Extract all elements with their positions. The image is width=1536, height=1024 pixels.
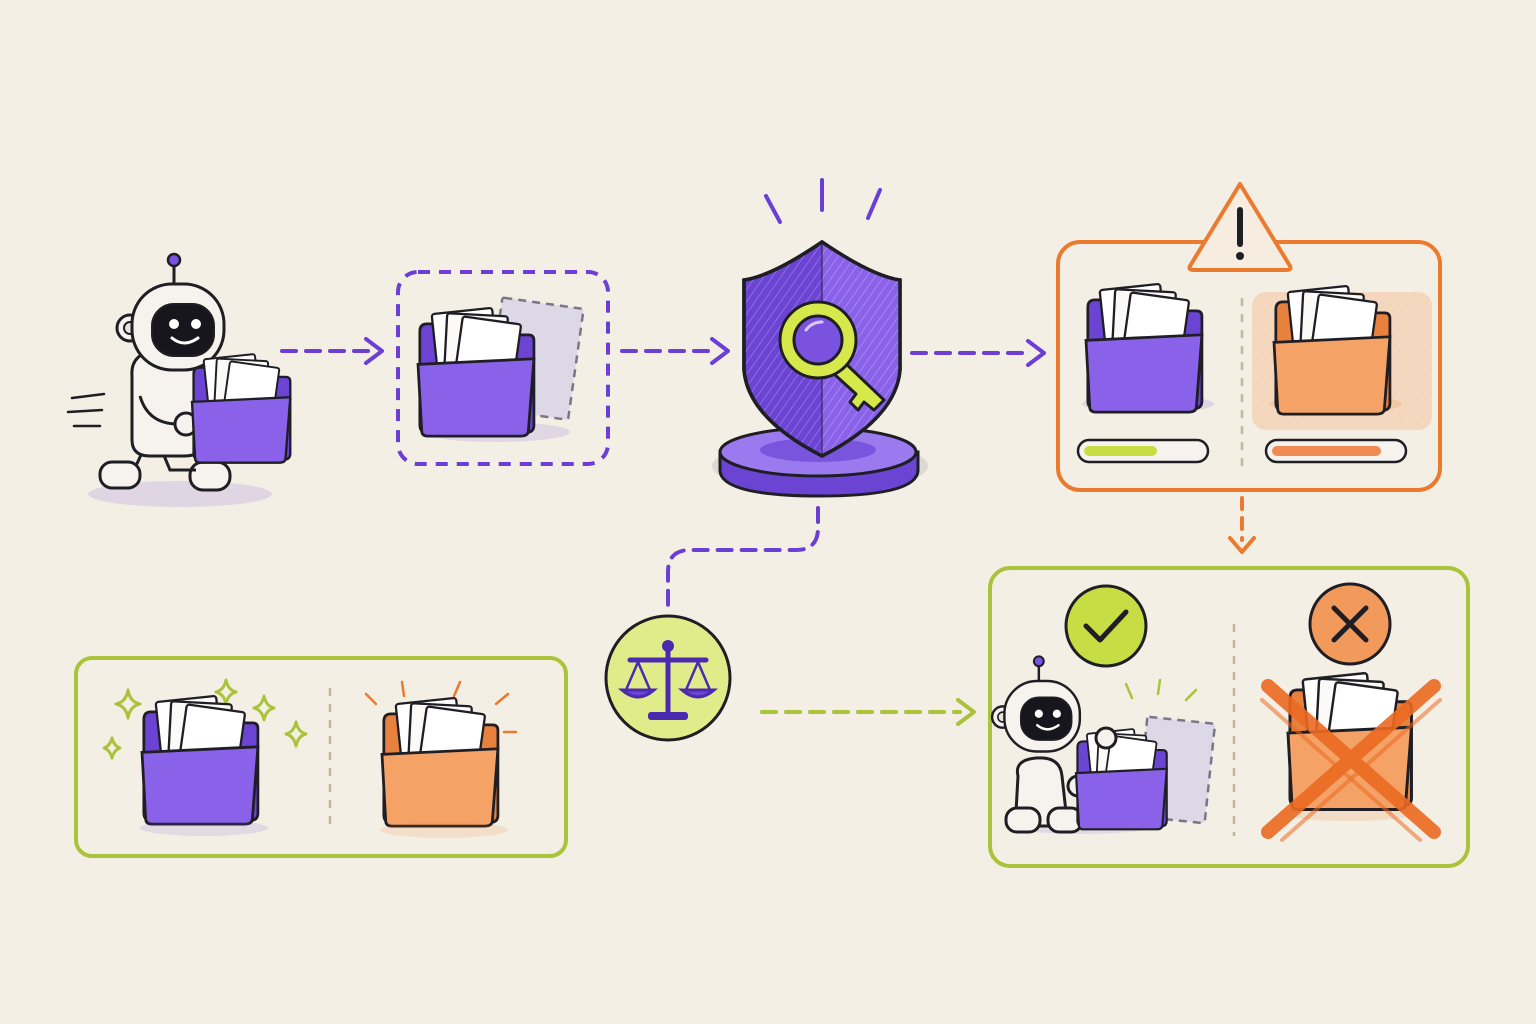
connector-dropzone-to-shield: [620, 337, 730, 365]
progress-bar-flagged: [1264, 438, 1408, 464]
folder-icon: .fback{fill:#6b44d4;stroke:#1e1e24;strok…: [190, 352, 292, 464]
shine-rays: [764, 178, 882, 224]
checkmark-icon: [1064, 584, 1148, 668]
security-shield-inspector: [712, 178, 928, 498]
pedestal: [712, 426, 928, 498]
review-item-safe: [1076, 282, 1214, 464]
folder-icon: [1084, 282, 1204, 414]
approved-files-panel: [74, 656, 568, 858]
robot-icon: [990, 655, 1090, 834]
rejection-cross-mark: [1260, 679, 1442, 842]
connector-robot-to-dropzone: [280, 337, 384, 365]
cross-icon: [1308, 582, 1392, 666]
folder-icon: [140, 694, 260, 826]
rejected-folder: [1260, 671, 1442, 842]
shine-rays: [1124, 678, 1198, 702]
folder-icon: [380, 696, 500, 828]
upload-dropzone: [396, 270, 610, 466]
review-item-flagged: .flagged .fback{fill:#ec7a2e}: [1252, 284, 1432, 464]
connector-shield-to-review: [910, 339, 1046, 367]
robot-carrying-folder: .fback{fill:#6b44d4;stroke:#1e1e24;strok…: [66, 252, 292, 507]
connector-shield-to-scales: [666, 506, 820, 612]
folder-icon: .flagged .fback{fill:#ec7a2e}: [1272, 284, 1392, 416]
folder-icon: [416, 306, 536, 438]
review-panel: .flagged .fback{fill:#ec7a2e}: [1056, 182, 1442, 492]
folder-icon: [1074, 727, 1168, 831]
progress-bar-safe: [1076, 438, 1210, 464]
balance-scales-icon: [604, 614, 732, 742]
robot-filing-document: [990, 655, 1217, 834]
shine-rays: [364, 680, 518, 734]
motion-lines: [66, 392, 106, 428]
warning-triangle-icon: [1187, 182, 1293, 272]
decision-panel: [988, 566, 1470, 868]
connector-scales-to-decision: [760, 698, 976, 726]
magnifying-glass-icon: [778, 300, 886, 412]
connector-review-to-decision: [1228, 496, 1256, 554]
